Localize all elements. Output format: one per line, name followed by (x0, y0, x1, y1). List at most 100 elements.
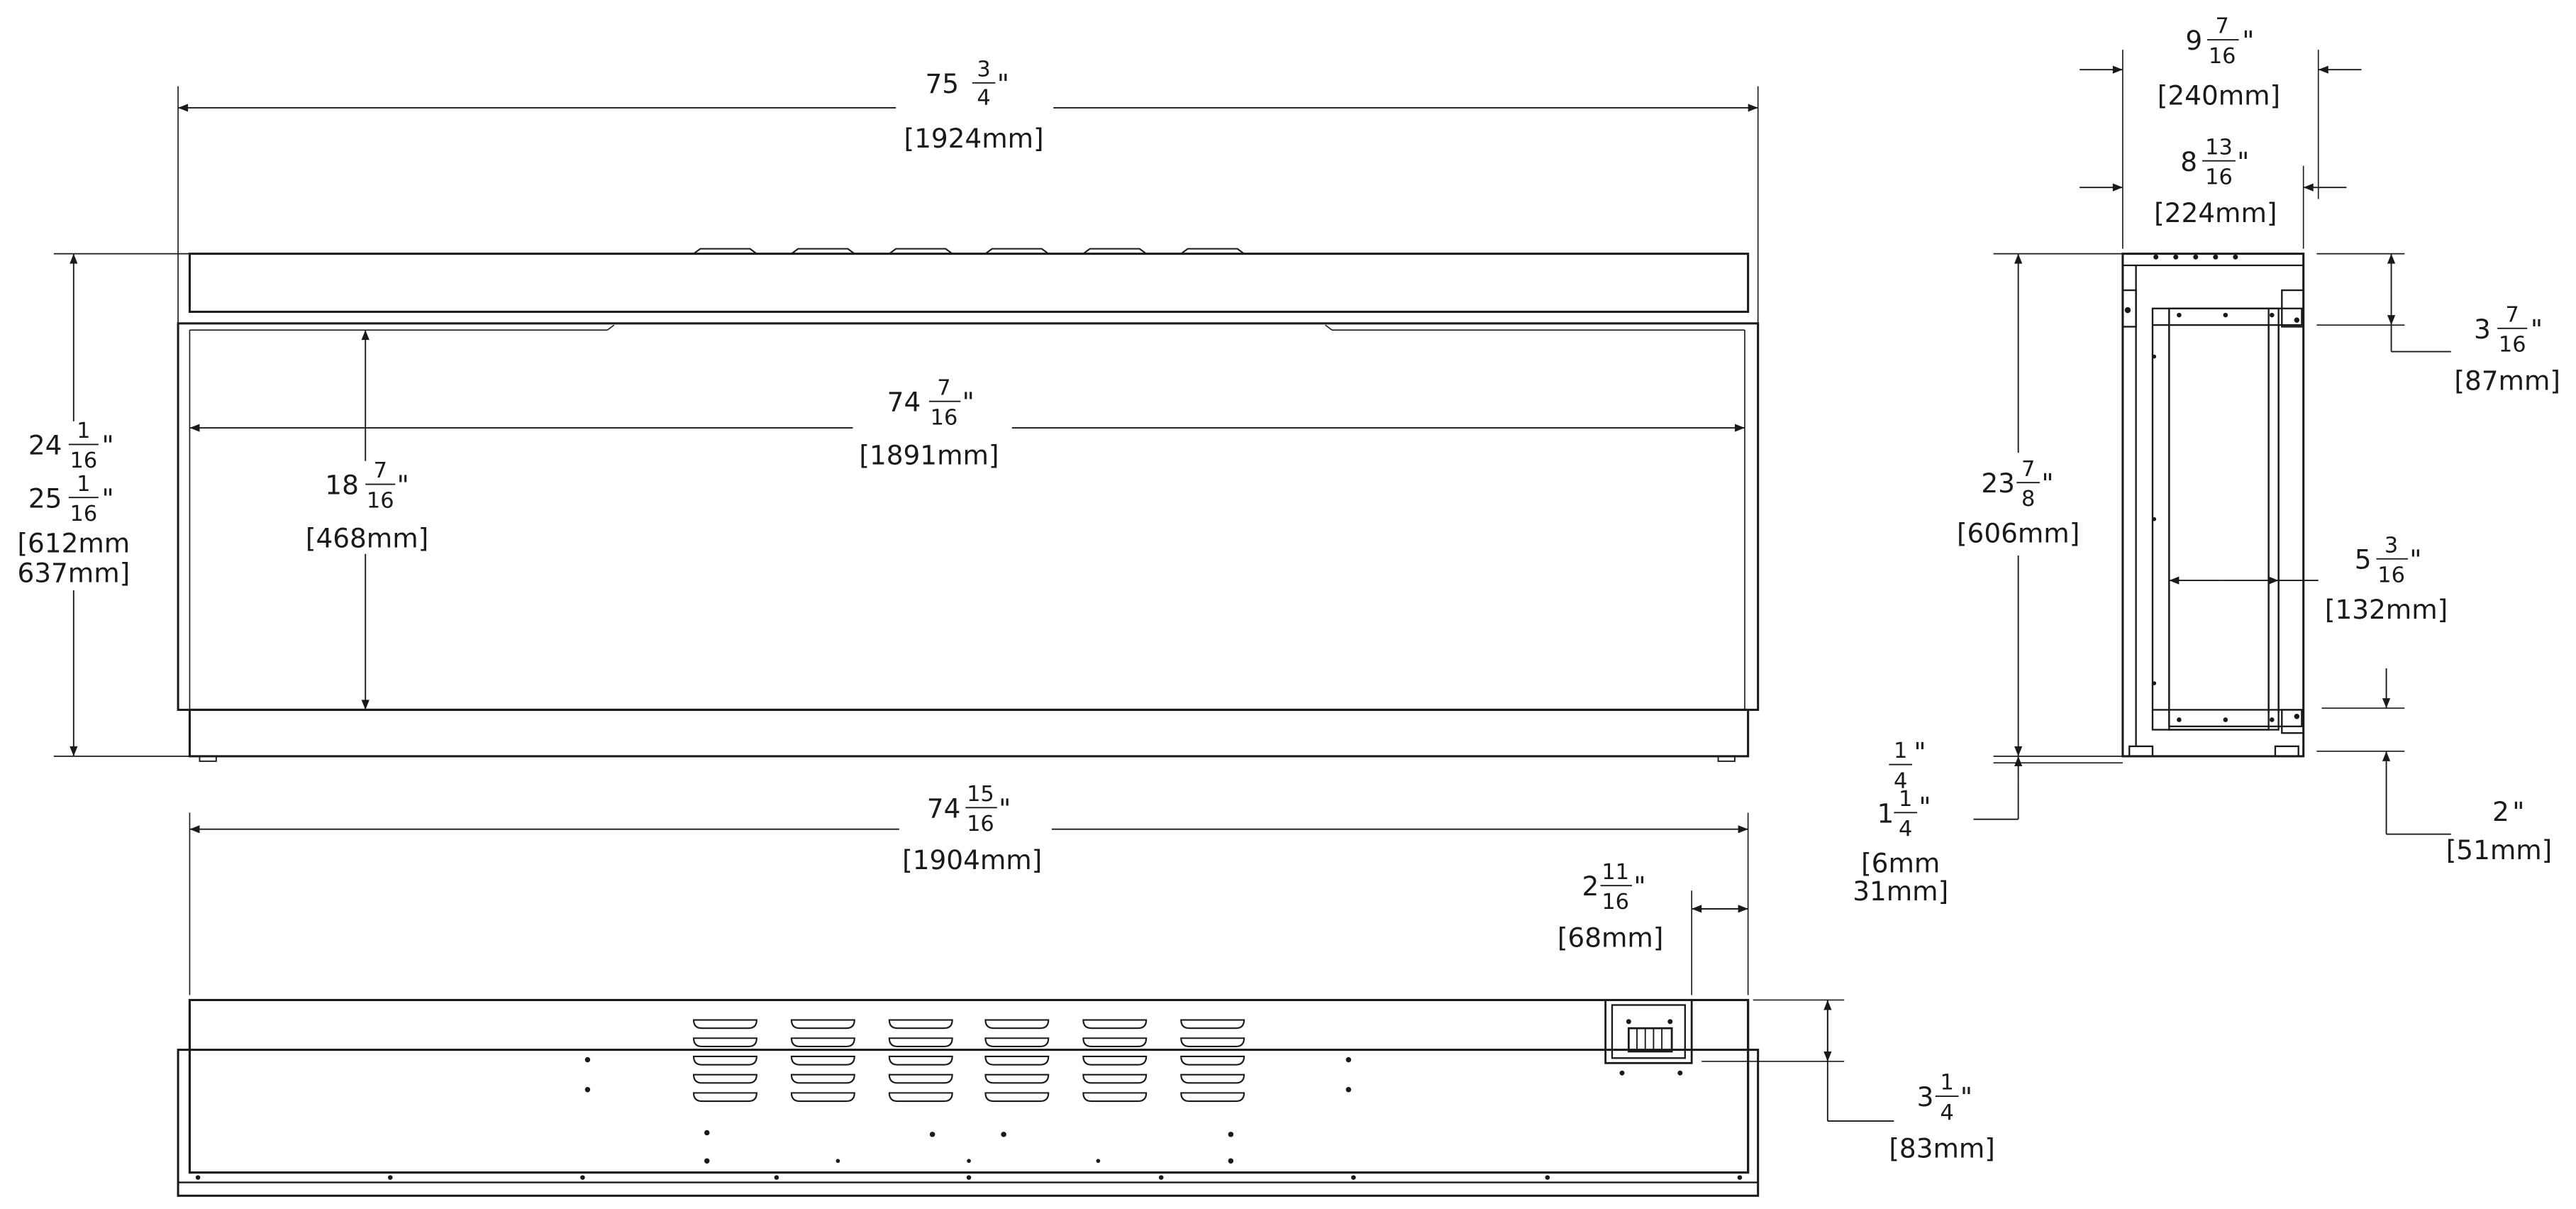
svg-text:8: 8 (2021, 487, 2035, 512)
louver-slot (888, 1055, 953, 1066)
junction-box (1604, 999, 1693, 1076)
inner-width-label: 74 7 16 " [1891mm] (859, 375, 999, 470)
svg-text:": " (997, 68, 1009, 99)
svg-text:7: 7 (2215, 14, 2228, 39)
svg-text:": " (2409, 544, 2421, 575)
svg-text:[87mm]: [87mm] (2454, 365, 2560, 396)
svg-text:7: 7 (2021, 457, 2035, 482)
svg-text:": " (397, 470, 409, 501)
svg-text:16: 16 (2209, 44, 2236, 69)
base-height-label: 2 " [51mm] (2446, 796, 2553, 866)
svg-text:4: 4 (1894, 768, 1907, 793)
svg-text:18: 18 (325, 470, 359, 501)
svg-text:[468mm]: [468mm] (306, 522, 428, 553)
svg-text:2: 2 (2492, 796, 2509, 827)
louver-slot (1082, 1019, 1148, 1029)
svg-text:1: 1 (1894, 739, 1907, 763)
svg-text:[83mm]: [83mm] (1889, 1133, 1995, 1164)
svg-text:3: 3 (2385, 533, 2398, 558)
svg-text:74: 74 (887, 387, 921, 418)
inner-depth-label: 5 3 16 " [132mm] (2325, 533, 2448, 624)
svg-text:16: 16 (2205, 165, 2233, 189)
svg-text:23: 23 (1981, 468, 2015, 499)
svg-text:16: 16 (1601, 890, 1629, 915)
svg-text:5: 5 (2355, 544, 2372, 575)
louver-slot (1180, 1037, 1245, 1047)
top-vents (693, 248, 1245, 255)
svg-text:": " (962, 387, 975, 418)
svg-text:": " (2531, 314, 2543, 345)
foot-label: 1 4 " 1 1 4 " [6mm 31mm] (1853, 736, 1948, 907)
svg-text:": " (999, 793, 1011, 824)
louver-slot (984, 1019, 1050, 1029)
louver-slot (984, 1092, 1050, 1103)
svg-text:7: 7 (2506, 302, 2519, 327)
svg-text:": " (2041, 468, 2053, 499)
louver-slot (1180, 1073, 1245, 1084)
louver-slot (888, 1092, 953, 1103)
svg-text:7: 7 (937, 375, 950, 400)
svg-text:1: 1 (1899, 787, 1912, 812)
side-height-label: 23 7 8 " [606mm] (1957, 457, 2080, 548)
svg-text:": " (1633, 871, 1645, 902)
svg-text:[6mm: [6mm (1861, 847, 1940, 878)
svg-text:16: 16 (2499, 333, 2526, 358)
svg-text:": " (102, 429, 114, 460)
louver-slot (1082, 1092, 1148, 1103)
svg-text:[1891mm]: [1891mm] (859, 439, 999, 470)
svg-text:11: 11 (1601, 860, 1629, 885)
svg-text:16: 16 (70, 502, 98, 526)
svg-text:24: 24 (28, 429, 62, 460)
louver-slot (790, 1037, 855, 1047)
svg-text:75: 75 (925, 68, 959, 99)
svg-text:16: 16 (70, 448, 98, 473)
svg-text:3: 3 (977, 57, 990, 82)
svg-text:7: 7 (374, 458, 387, 483)
svg-text:1: 1 (1877, 797, 1894, 829)
svg-text:16: 16 (967, 812, 994, 837)
svg-text:16: 16 (2377, 563, 2405, 587)
louver-slot (790, 1092, 855, 1103)
svg-text:74: 74 (927, 793, 961, 824)
svg-text:[68mm]: [68mm] (1558, 922, 1664, 954)
svg-text:25: 25 (28, 482, 62, 514)
svg-text:[132mm]: [132mm] (2325, 594, 2448, 625)
overall-height-label: 24 1 16 " 25 1 16 " [612mm 637mm] (17, 419, 130, 588)
louver-slot (1082, 1073, 1148, 1084)
mounting-holes (195, 1056, 1743, 1180)
side-depth-label: 9 7 16 " [240mm] (2158, 14, 2280, 111)
louver-slot (692, 1073, 757, 1084)
svg-text:4: 4 (977, 85, 990, 110)
svg-text:": " (1914, 736, 1926, 768)
side-depth-inner-label: 8 13 16 " [224mm] (2154, 135, 2277, 228)
svg-text:9: 9 (2185, 25, 2202, 56)
svg-text:[1904mm]: [1904mm] (902, 844, 1042, 876)
svg-text:3: 3 (1917, 1081, 1934, 1113)
overall-width-label: 75 3 4 " [1924mm] (904, 57, 1043, 155)
box-depth-label: 3 1 4 " [83mm] (1889, 1071, 1995, 1164)
louver-slot (984, 1055, 1050, 1066)
louver-slot (790, 1073, 855, 1084)
svg-text:[51mm]: [51mm] (2446, 834, 2553, 866)
svg-text:1: 1 (1940, 1071, 1953, 1095)
svg-text:[1924mm]: [1924mm] (904, 123, 1043, 154)
svg-text:[240mm]: [240mm] (2158, 79, 2280, 111)
svg-text:": " (102, 482, 114, 514)
louver-slot (888, 1037, 953, 1047)
louver-vents (692, 1019, 1245, 1103)
louver-slot (1180, 1019, 1245, 1029)
svg-text:3: 3 (2474, 314, 2491, 345)
louver-slot (790, 1055, 855, 1066)
louver-slot (1082, 1037, 1148, 1047)
louver-slot (1180, 1092, 1245, 1103)
svg-text:1: 1 (77, 419, 90, 443)
louver-slot (692, 1019, 757, 1029)
svg-text:4: 4 (1940, 1100, 1953, 1125)
svg-text:": " (2242, 25, 2254, 56)
svg-text:16: 16 (367, 488, 394, 513)
side-view: 9 7 16 " [240mm] 8 13 16 " [224mm] 23 7 … (1853, 14, 2560, 907)
svg-text:13: 13 (2205, 135, 2233, 160)
svg-text:4: 4 (1899, 817, 1912, 841)
louver-slot (790, 1019, 855, 1029)
